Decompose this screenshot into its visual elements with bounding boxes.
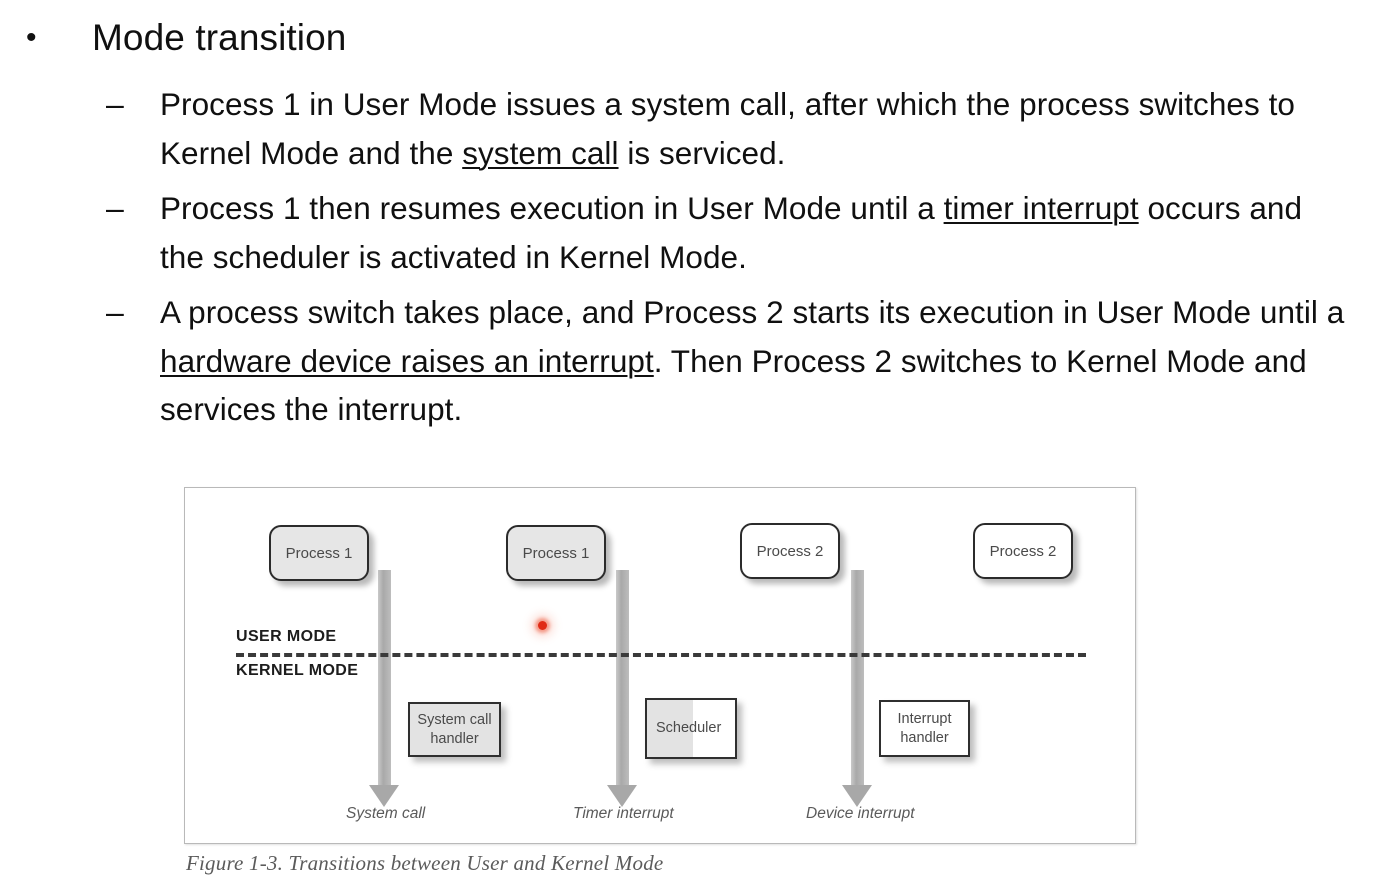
arrow-head-timer-interrupt <box>607 785 637 807</box>
figure-diagram: USER MODE KERNEL MODE Process 1 Process … <box>184 487 1136 844</box>
system-call-handler-box[interactable]: System call handler <box>408 702 501 757</box>
title-bullet-row: • Mode transition <box>26 12 346 64</box>
bullet-2-seg-2: . Then Process 2 switches to Kernel Mode… <box>160 342 1307 428</box>
process-box-4[interactable]: Process 2 <box>973 523 1073 579</box>
list-item: – Process 1 in User Mode issues a system… <box>106 80 1386 177</box>
process-box-2-label: Process 1 <box>522 544 590 562</box>
bullet-1-seg-1: timer interrupt <box>943 190 1139 226</box>
process-box-3[interactable]: Process 2 <box>740 523 840 579</box>
list-item: – A process switch takes place, and Proc… <box>106 288 1386 434</box>
arrow-shaft-timer-interrupt <box>616 570 629 787</box>
bullet-1-seg-0: Process 1 then resumes execution in User… <box>160 190 944 226</box>
bullet-0-seg-1: system call <box>462 134 619 171</box>
arrow-caption-system-call: System call <box>346 805 426 822</box>
dash-marker-icon: – <box>106 86 124 122</box>
system-call-handler-line1: System call <box>417 711 492 728</box>
dash-marker-icon: – <box>106 190 124 226</box>
user-mode-label: USER MODE <box>236 628 337 645</box>
interrupt-handler-box[interactable]: Interrupt handler <box>879 700 970 757</box>
bullet-text-0: Process 1 in User Mode issues a system c… <box>160 80 1345 177</box>
bullet-0-seg-2: is serviced. <box>618 134 786 171</box>
scheduler-box[interactable]: Scheduler <box>645 698 737 759</box>
process-box-2[interactable]: Process 1 <box>506 525 606 581</box>
arrow-head-device-interrupt <box>842 785 872 807</box>
dash-marker-icon: – <box>106 294 124 330</box>
bullet-text-1: Process 1 then resumes execution in User… <box>160 184 1345 281</box>
scheduler-label: Scheduler <box>656 720 722 736</box>
arrow-shaft-device-interrupt <box>851 570 864 787</box>
arrow-shaft-system-call <box>378 570 391 787</box>
bullet-1-seg-2: occurs and the scheduler is activated in… <box>160 190 1303 275</box>
interrupt-handler-line1: Interrupt <box>897 710 952 727</box>
system-call-handler-line2: handler <box>430 730 479 747</box>
process-box-4-label: Process 2 <box>989 542 1057 560</box>
red-dot-marker <box>538 621 547 630</box>
figure-caption: Figure 1-3. Transitions between User and… <box>186 851 664 875</box>
arrow-head-system-call <box>369 785 399 807</box>
bullet-text-2: A process switch takes place, and Proces… <box>160 288 1345 434</box>
kernel-mode-label: KERNEL MODE <box>236 662 359 679</box>
process-box-1[interactable]: Process 1 <box>269 525 369 581</box>
page-title: Mode transition <box>92 17 347 58</box>
mode-divider-line <box>236 653 1086 657</box>
arrow-caption-device-interrupt: Device interrupt <box>806 805 915 822</box>
bullet-0-seg-0: Process 1 in User Mode issues a system c… <box>160 86 1295 171</box>
bullet-list: – Process 1 in User Mode issues a system… <box>106 80 1386 441</box>
bullet-2-seg-0: A process switch takes place, and Proces… <box>160 294 1345 330</box>
bullet-marker-icon: • <box>26 21 37 54</box>
arrow-caption-timer-interrupt: Timer interrupt <box>573 805 674 822</box>
bullet-2-seg-1: hardware device raises an interrupt <box>160 342 654 379</box>
interrupt-handler-line2: handler <box>900 729 949 746</box>
process-box-1-label: Process 1 <box>285 544 353 562</box>
process-box-3-label: Process 2 <box>756 542 824 560</box>
list-item: – Process 1 then resumes execution in Us… <box>106 184 1386 281</box>
